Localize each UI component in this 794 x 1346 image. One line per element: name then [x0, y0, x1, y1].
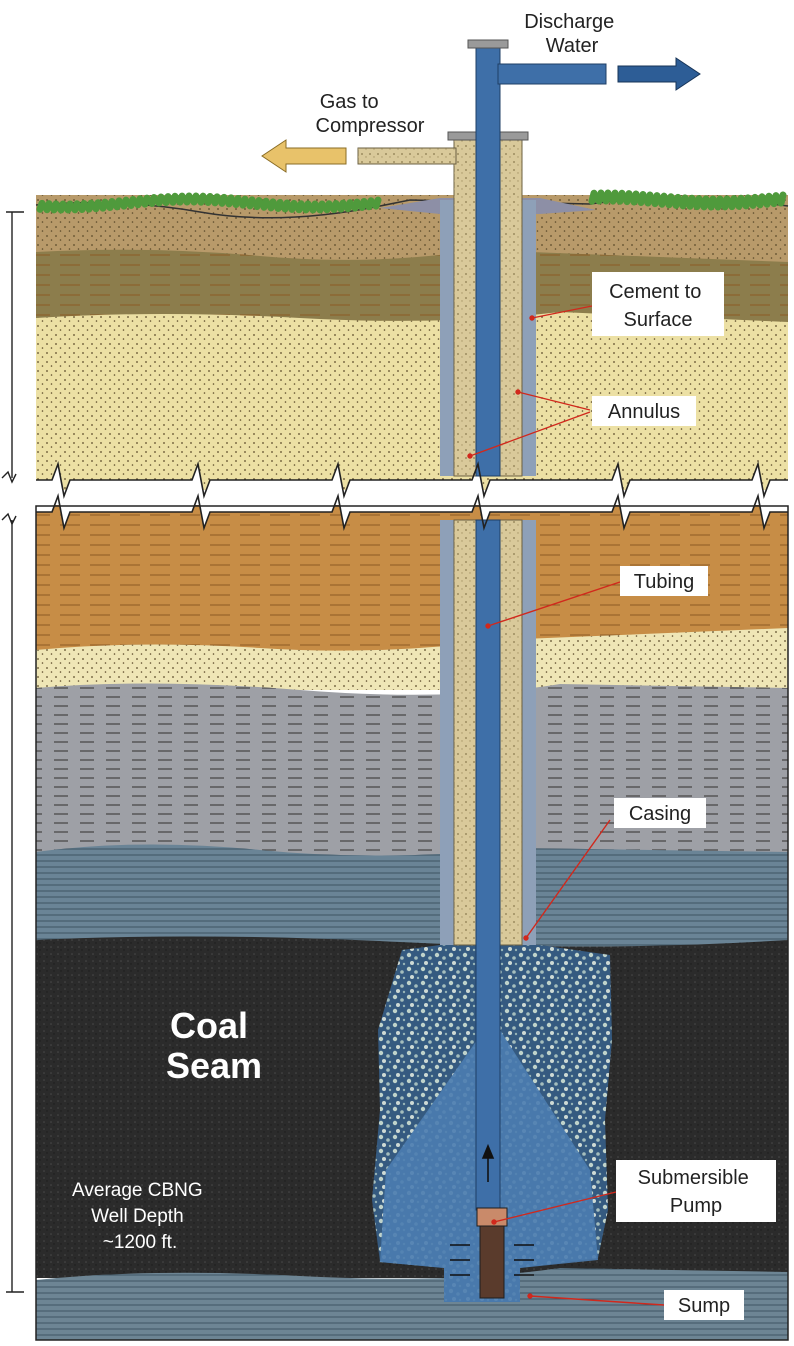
tubing-label-box — [620, 566, 708, 596]
cement-outer-left — [440, 200, 456, 476]
lower-strata — [36, 505, 788, 1340]
discharge-pipe — [497, 63, 607, 85]
submersible-pump-label: Submersible Pump — [638, 1167, 755, 1217]
discharge-water-arrow — [617, 57, 701, 91]
sand-texture — [36, 312, 788, 490]
tubing-flange — [467, 39, 509, 49]
cement-to-surface-label: Cement to Surface — [609, 281, 707, 331]
gas-to-compressor-arrow — [261, 139, 347, 173]
blue-shale-texture — [36, 844, 788, 950]
cement-outer-left-lower — [440, 520, 456, 945]
annulus-label-box — [592, 396, 696, 426]
pump-label-box — [616, 1160, 776, 1222]
submersible-pump-intake — [476, 1207, 508, 1227]
depth-bracket — [1, 211, 24, 1293]
break-line-bottom — [36, 493, 788, 531]
sump-label-box — [664, 1290, 744, 1320]
cement-outer-right — [520, 200, 536, 476]
upper-strata — [36, 195, 788, 490]
flow-arrow-up — [481, 1143, 495, 1182]
lower-frame — [35, 505, 789, 1341]
bottom-shale-texture — [36, 1268, 788, 1340]
tubing-label: Tubing — [634, 571, 694, 593]
cement-outer-right-lower — [520, 520, 536, 945]
gas-outlet-texture — [358, 148, 456, 164]
tubing-upper — [475, 45, 501, 477]
inflow-arrows — [450, 1244, 534, 1276]
gas-to-compressor-label: Gas to Compressor — [316, 91, 425, 137]
discharge-water-label: Discharge Water — [524, 11, 620, 57]
casing-label-box — [614, 798, 706, 828]
sump-label: Sump — [678, 1295, 730, 1317]
coal-seam-label: Coal Seam — [166, 1005, 262, 1086]
break-line-top — [36, 461, 788, 499]
gray-shale-texture — [36, 683, 788, 860]
cement-label-box — [592, 272, 724, 336]
tubing-lower — [475, 519, 501, 1211]
annulus-label: Annulus — [608, 401, 680, 423]
casing-label: Casing — [629, 803, 691, 825]
grass — [36, 189, 787, 214]
submersible-pump-body — [479, 1225, 505, 1299]
light-sand-texture — [36, 628, 788, 690]
well-depth-label: Average CBNG Well Depth ~1200 ft. — [72, 1180, 208, 1253]
well-bore — [357, 39, 607, 1299]
leader-lines — [467, 305, 665, 1306]
